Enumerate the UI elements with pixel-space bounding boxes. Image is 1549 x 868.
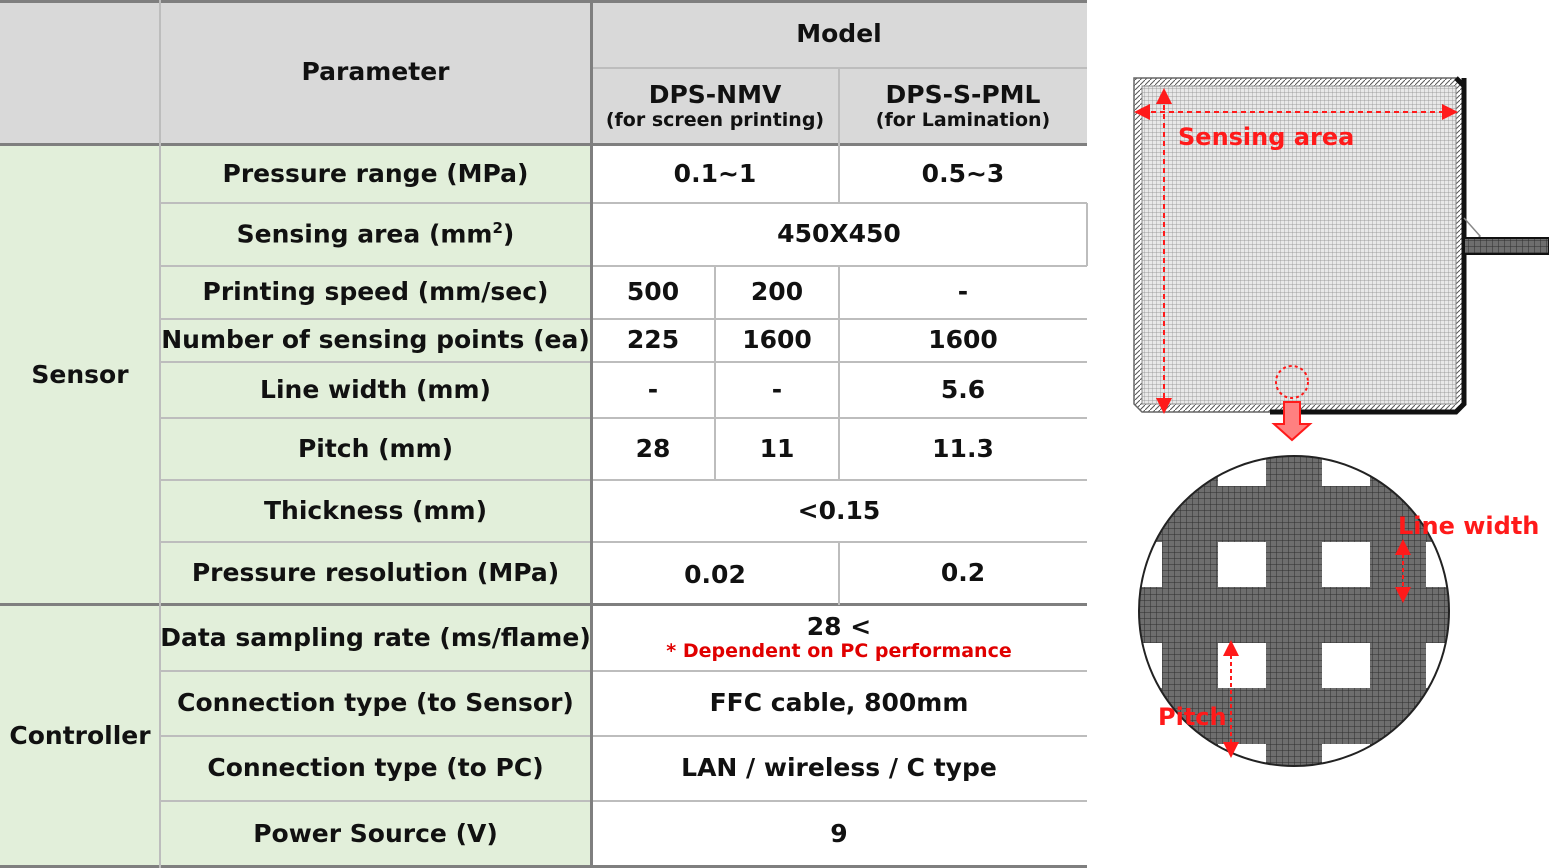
power-label: Power Source (V) (160, 801, 591, 868)
grid-line (590, 0, 593, 868)
magnify-indicator (1271, 365, 1313, 442)
conn-pc-label: Connection type (to PC) (160, 736, 591, 801)
grid-line (160, 800, 1087, 802)
sensing-points-v2: 1600 (839, 319, 1087, 362)
sensing-points-v1b: 1600 (715, 319, 839, 362)
pressure-range-v2: 0.5~3 (839, 145, 1087, 203)
sensing-area-label: Sensing area (1178, 123, 1354, 151)
printing-speed-v1a: 500 (591, 266, 715, 319)
grid-line (838, 542, 840, 605)
sensor-sheet (1133, 76, 1549, 415)
grid-line (160, 479, 1087, 481)
group-divider (0, 603, 1087, 606)
pitch-label: Pitch (mm) (160, 418, 591, 480)
pressure-resolution-label: Pressure resolution (MPa) (160, 542, 591, 605)
zoomed-mesh-detail: Line width Pitch (1138, 455, 1539, 767)
pitch-v1b: 11 (715, 418, 839, 480)
grid-line (159, 0, 161, 868)
sensor-illustration: Sensing area Line width Pitch (1133, 76, 1549, 767)
sensing-area-dimension: Sensing area (1134, 88, 1458, 414)
model1-name: DPS-NMV (648, 80, 782, 110)
header-bottom-border (0, 143, 1087, 146)
pitch-v1a: 28 (591, 418, 715, 480)
grid-line (160, 265, 1087, 267)
conn-sensor-label: Connection type (to Sensor) (160, 671, 591, 736)
line-width-v1b: - (715, 362, 839, 418)
pressure-range-label: Pressure range (MPa) (160, 145, 591, 203)
line-width-label: Line width (1398, 512, 1539, 540)
line-width-v1a: - (591, 362, 715, 418)
sensing-area-value: 450X450 (591, 203, 1087, 266)
grid-line (160, 202, 1087, 204)
line-width-v2: 5.6 (839, 362, 1087, 418)
printing-speed-v2: - (839, 266, 1087, 319)
pitch-label: Pitch (1158, 703, 1227, 731)
model1-header: DPS-NMV (for screen printing) (591, 68, 839, 145)
pressure-range-v1: 0.1~1 (591, 145, 839, 203)
model1-use: (for screen printing) (605, 108, 825, 131)
model-header: Model (591, 0, 1087, 68)
grid-line (160, 361, 1087, 363)
model2-use: (for Lamination) (875, 108, 1051, 131)
parameter-header: Parameter (160, 0, 591, 145)
pressure-resolution-v2: 0.2 (839, 542, 1087, 605)
grid-line (714, 266, 716, 480)
grid-line (838, 266, 840, 480)
conn-pc-value: LAN / wireless / C type (591, 736, 1087, 801)
sampling-rate-value: 28 < * Dependent on PC performance (591, 605, 1087, 671)
pitch-v2: 11.3 (839, 418, 1087, 480)
grid-line (1086, 203, 1088, 266)
thickness-label: Thickness (mm) (160, 480, 591, 542)
model2-header: DPS-S-PML (for Lamination) (839, 68, 1087, 145)
grid-line (160, 417, 1087, 419)
grid-line (160, 541, 1087, 543)
table-bottom-border (0, 865, 1087, 868)
table-top-border (0, 0, 1087, 3)
sensing-area-label: Sensing area (mm2) (160, 203, 591, 266)
line-width-label: Line width (mm) (160, 362, 591, 418)
sampling-rate-number: 28 < (806, 611, 872, 641)
sampling-rate-label: Data sampling rate (ms/flame) (160, 605, 591, 671)
grid-line (160, 670, 1087, 672)
printing-speed-v1b: 200 (715, 266, 839, 319)
sensing-points-label: Number of sensing points (ea) (160, 319, 591, 362)
pressure-resolution-v1: 0.02 (591, 542, 839, 605)
printing-speed-label: Printing speed (mm/sec) (160, 266, 591, 319)
sampling-rate-note: * Dependent on PC performance (666, 640, 1012, 663)
model2-name: DPS-S-PML (885, 80, 1041, 110)
grid-line (838, 68, 840, 203)
power-value: 9 (591, 801, 1087, 868)
controller-group-label: Controller (0, 605, 160, 868)
sensing-points-v1a: 225 (591, 319, 715, 362)
thickness-value: <0.15 (591, 480, 1087, 542)
conn-sensor-value: FFC cable, 800mm (591, 671, 1087, 736)
grid-line (160, 318, 1087, 320)
header-corner (0, 0, 160, 145)
grid-line (160, 735, 1087, 737)
sensor-group-label: Sensor (0, 145, 160, 605)
sensing-area-label-sup: 2 (492, 219, 503, 237)
